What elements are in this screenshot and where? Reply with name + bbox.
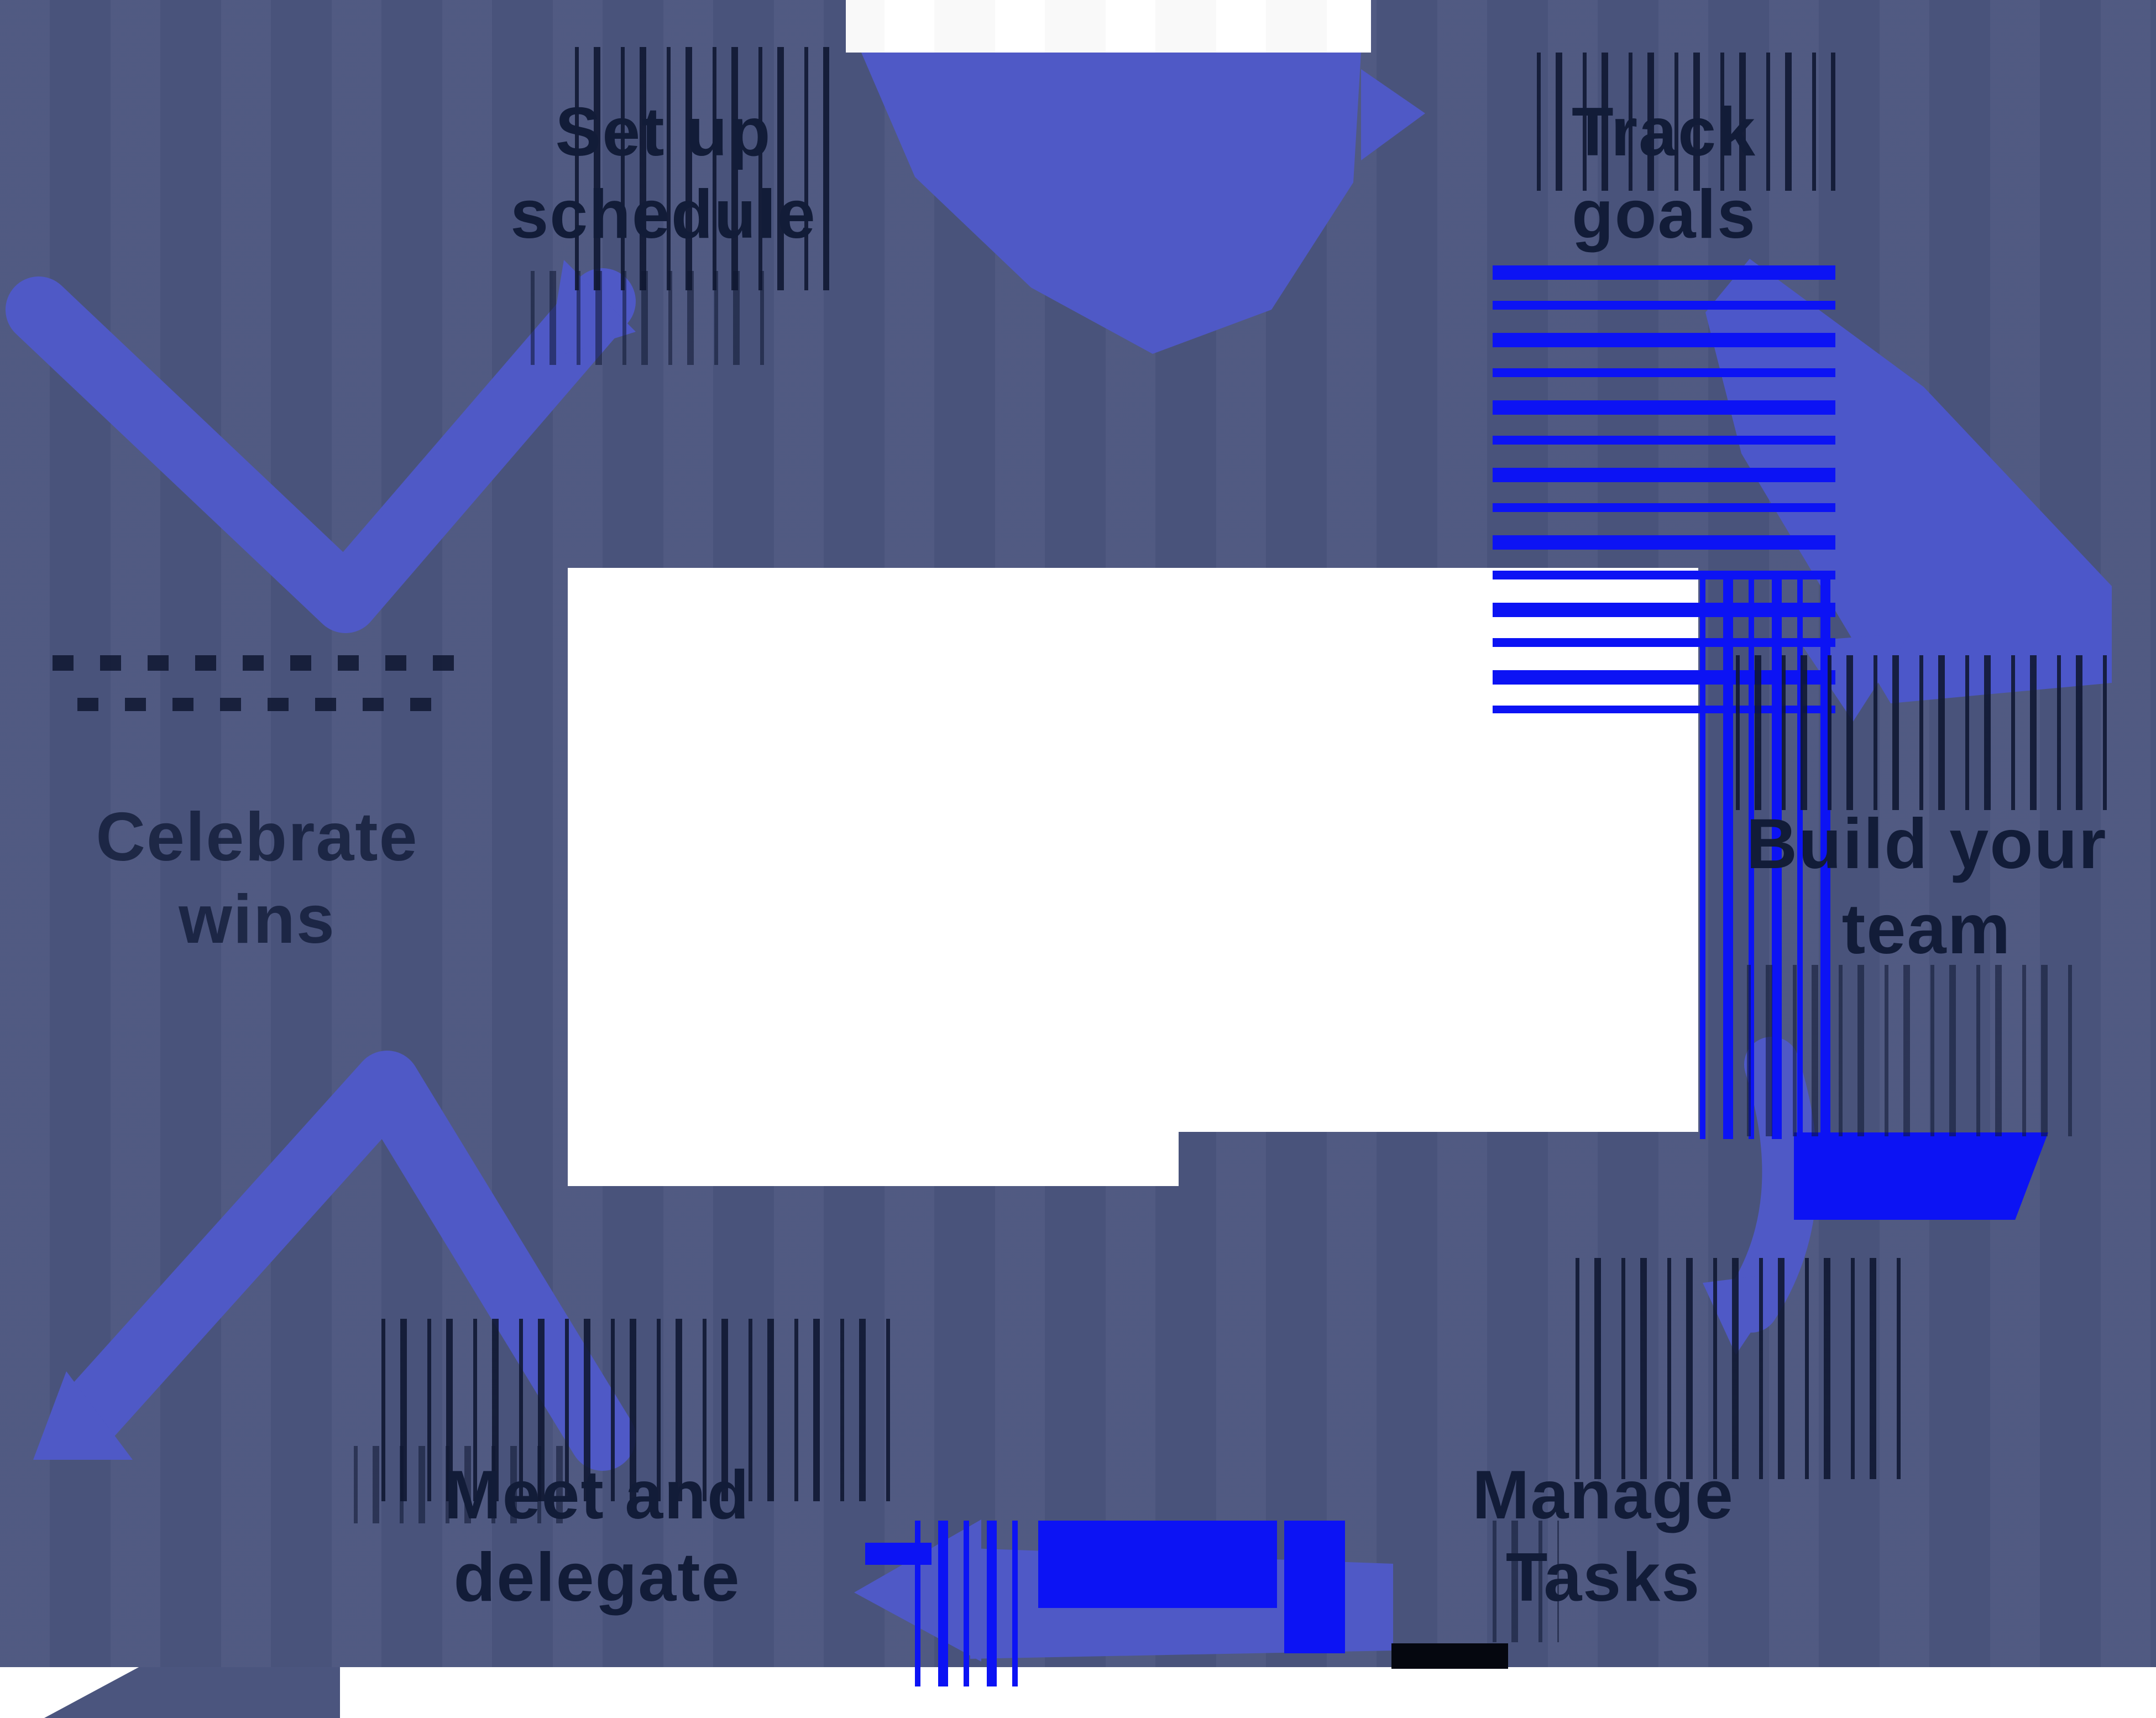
center-panel-notch (568, 1128, 1179, 1186)
glitch-blue-wedge-right (1794, 1132, 2048, 1220)
top-white-notch (846, 0, 1371, 53)
melt-streaks-build-above (1736, 655, 2112, 810)
melt-streaks-top-right-label (1537, 53, 1835, 191)
node-top-right-line2: goals (1572, 176, 1756, 253)
node-bottom-left-line2: delegate (453, 1539, 741, 1616)
node-left: Celebrate wins (96, 796, 418, 961)
melt-streaks-build-below (1747, 965, 2079, 1136)
node-top-right-line1: Track (1571, 94, 1757, 170)
node-left-line1: Celebrate (96, 799, 418, 875)
melt-dashes-left-label-row1 (53, 655, 467, 671)
arrow-top-icon (861, 53, 1425, 354)
glitch-blue-block-bottom-2 (1284, 1521, 1345, 1653)
melt-streaks-manage-above (1576, 1258, 1907, 1479)
node-top-left-line1: Set up (555, 94, 772, 170)
melt-streaks-left-upper (531, 271, 774, 365)
node-bottom-right-line1: Manage (1472, 1457, 1734, 1533)
node-right: Build your team (1746, 802, 2107, 972)
melt-streaks-top-left-label (575, 47, 829, 290)
melt-dashes-left-label-row2 (77, 698, 442, 711)
melt-streaks-manage-left (1493, 1521, 1559, 1642)
glitch-vstreaks-bottom-arrowhead (915, 1521, 1031, 1686)
node-bottom-right-line2: Tasks (1505, 1539, 1701, 1616)
node-right-line2: team (1841, 889, 2012, 969)
node-bottom-left: Meet and delegate (444, 1454, 750, 1619)
melt-streaks-left-lower (354, 1446, 564, 1523)
node-bottom-right: Manage Tasks (1472, 1454, 1734, 1619)
bottom-white-strip (0, 1667, 2156, 1718)
node-left-line2: wins (179, 881, 336, 958)
node-top-left-line2: schedule (510, 176, 817, 253)
glitch-blue-block-bottom (1038, 1521, 1277, 1608)
node-right-line1: Build your (1746, 805, 2107, 884)
node-top-right: Track goals (1572, 91, 1756, 256)
node-top-left: Set up schedule (510, 91, 817, 256)
melt-black-bar-bottom (1391, 1643, 1508, 1669)
node-bottom-left-line1: Meet and (444, 1457, 750, 1533)
